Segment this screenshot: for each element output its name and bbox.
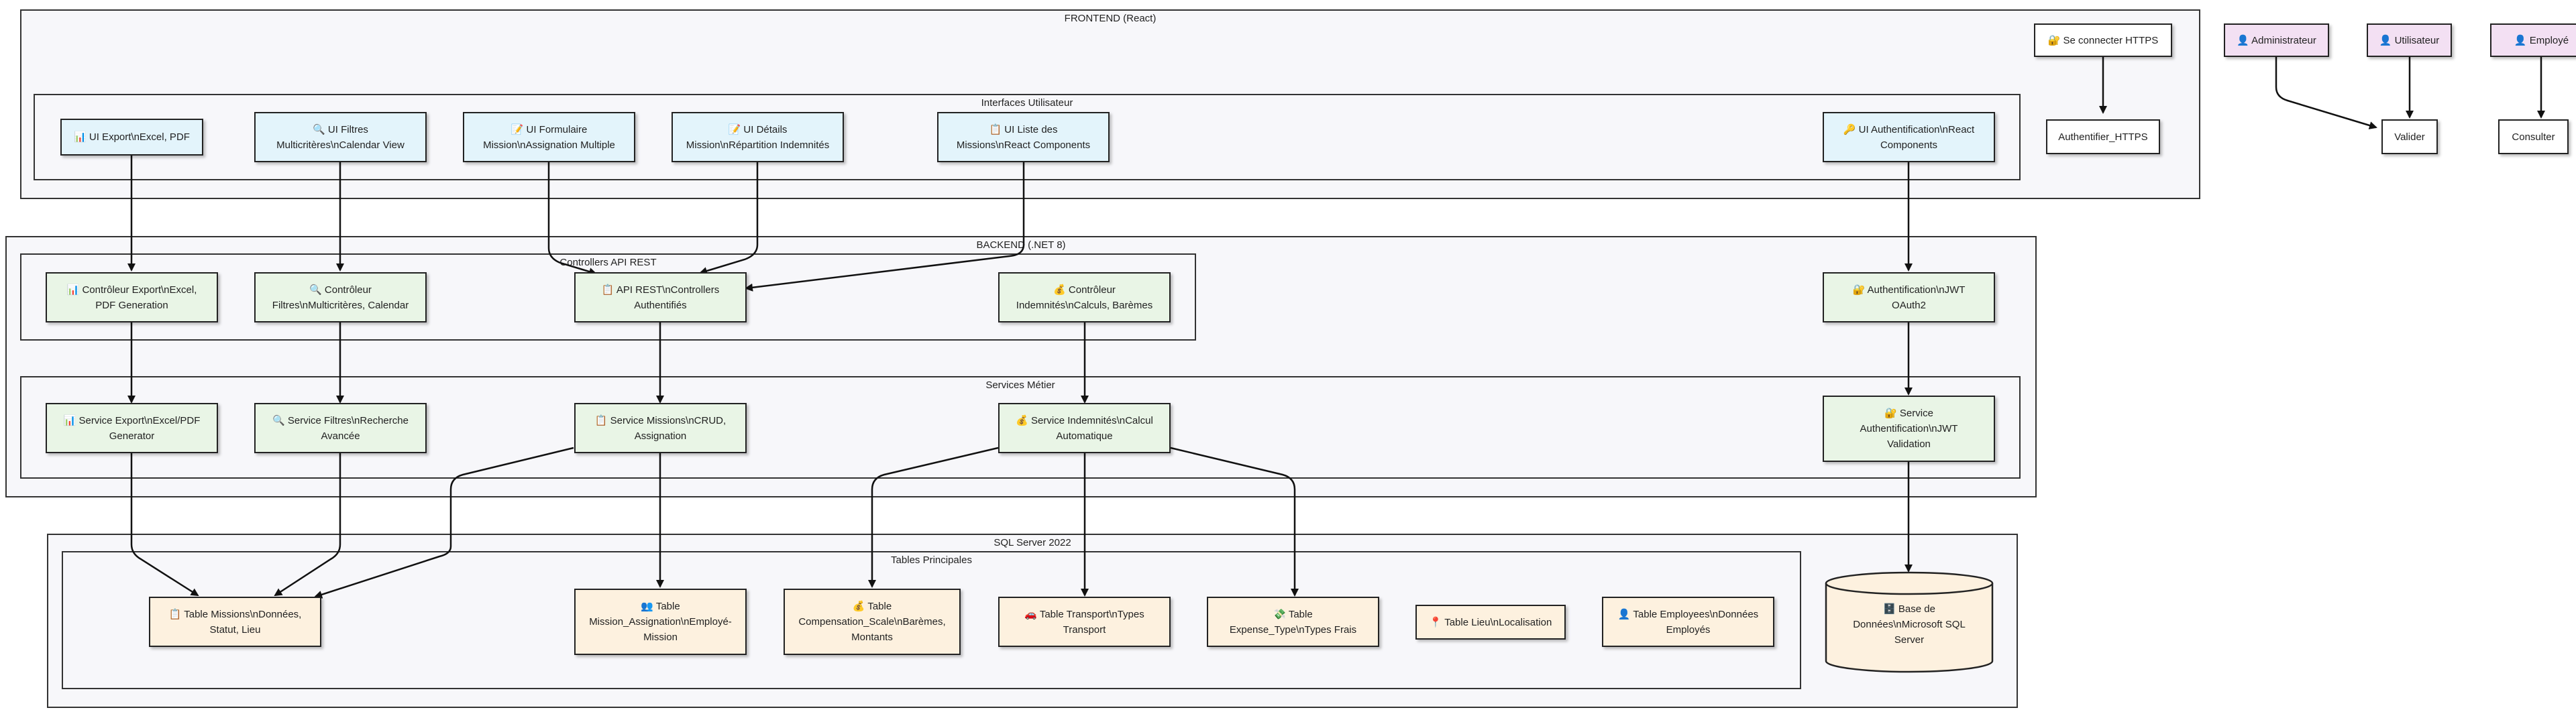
ui-formulaire-node[interactable]: 📝 UI Formulaire Mission\nAssignation Mul… (463, 112, 635, 162)
ui-liste-node[interactable]: 📋 UI Liste des Missions\nReact Component… (937, 112, 1110, 162)
auth-jwt-node[interactable]: 🔐 Authentification\nJWT OAuth2 (1823, 272, 1995, 322)
frontend-cluster-label: FRONTEND (React) (1064, 13, 1157, 24)
tbl-expense-node[interactable]: 💸 Table Expense_Type\nTypes Frais (1207, 597, 1379, 647)
ctrl-filtres-node[interactable]: 🔍 Contrôleur Filtres\nMulticritères, Cal… (254, 272, 427, 322)
tbl-compensation-node[interactable]: 💰 Table Compensation_Scale\nBarèmes, Mon… (784, 589, 961, 655)
authentifier-https-node[interactable]: Authentifier_HTTPS (2046, 119, 2160, 154)
tbl-lieu-node[interactable]: 📍 Table Lieu\nLocalisation (1415, 605, 1566, 640)
api-rest-node[interactable]: 📋 API REST\nControllers Authentifiés (574, 272, 747, 322)
database-cylinder[interactable]: 🗄️ Base de Données\nMicrosoft SQL Server (1825, 571, 1994, 673)
sql-cluster-label: SQL Server 2022 (994, 537, 1071, 548)
svc-missions-node[interactable]: 📋 Service Missions\nCRUD, Assignation (574, 403, 747, 453)
backend-cluster-label: BACKEND (.NET 8) (976, 239, 1066, 251)
svc-indemnites-node[interactable]: 💰 Service Indemnités\nCalcul Automatique (998, 403, 1171, 453)
consulter-node[interactable]: Consulter (2498, 119, 2569, 154)
tables-cluster-label: Tables Principales (891, 554, 972, 566)
database-label: 🗄️ Base de Données\nMicrosoft SQL Server (1853, 603, 1966, 646)
svc-auth-node[interactable]: 🔐 Service Authentification\nJWT Validati… (1823, 396, 1995, 462)
svc-filtres-node[interactable]: 🔍 Service Filtres\nRecherche Avancée (254, 403, 427, 453)
interfaces-cluster-label: Interfaces Utilisateur (981, 97, 1073, 109)
ui-details-node[interactable]: 📝 UI Détails Mission\nRépartition Indemn… (672, 112, 844, 162)
edge-admin-to-valider (2275, 57, 2377, 129)
ctrl-export-node[interactable]: 📊 Contrôleur Export\nExcel, PDF Generati… (46, 272, 218, 322)
employe-actor[interactable]: 👤 Employé (2490, 23, 2576, 57)
valider-node[interactable]: Valider (2381, 119, 2438, 154)
tbl-missions-node[interactable]: 📋 Table Missions\nDonnées, Statut, Lieu (149, 597, 321, 647)
administrateur-actor[interactable]: 👤 Administrateur (2224, 23, 2329, 57)
ui-auth-node[interactable]: 🔑 UI Authentification\nReact Components (1823, 112, 1995, 162)
ui-filtres-node[interactable]: 🔍 UI Filtres Multicritères\nCalendar Vie… (254, 112, 427, 162)
controllers-cluster-label: Controllers API REST (559, 257, 657, 268)
tbl-transport-node[interactable]: 🚗 Table Transport\nTypes Transport (998, 597, 1171, 647)
ctrl-indemnites-node[interactable]: 💰 Contrôleur Indemnités\nCalculs, Barème… (998, 272, 1171, 322)
ui-export-node[interactable]: 📊 UI Export\nExcel, PDF (60, 119, 203, 156)
tbl-employees-node[interactable]: 👤 Table Employees\nDonnées Employés (1602, 597, 1774, 647)
svc-export-node[interactable]: 📊 Service Export\nExcel/PDF Generator (46, 403, 218, 453)
database-cylinder-shape (1825, 571, 1994, 673)
services-cluster-label: Services Métier (985, 379, 1055, 391)
se-connecter-https-node[interactable]: 🔐 Se connecter HTTPS (2034, 23, 2172, 57)
tbl-assignation-node[interactable]: 👥 Table Mission_Assignation\nEmployé- Mi… (574, 589, 747, 655)
utilisateur-actor[interactable]: 👤 Utilisateur (2367, 23, 2452, 57)
